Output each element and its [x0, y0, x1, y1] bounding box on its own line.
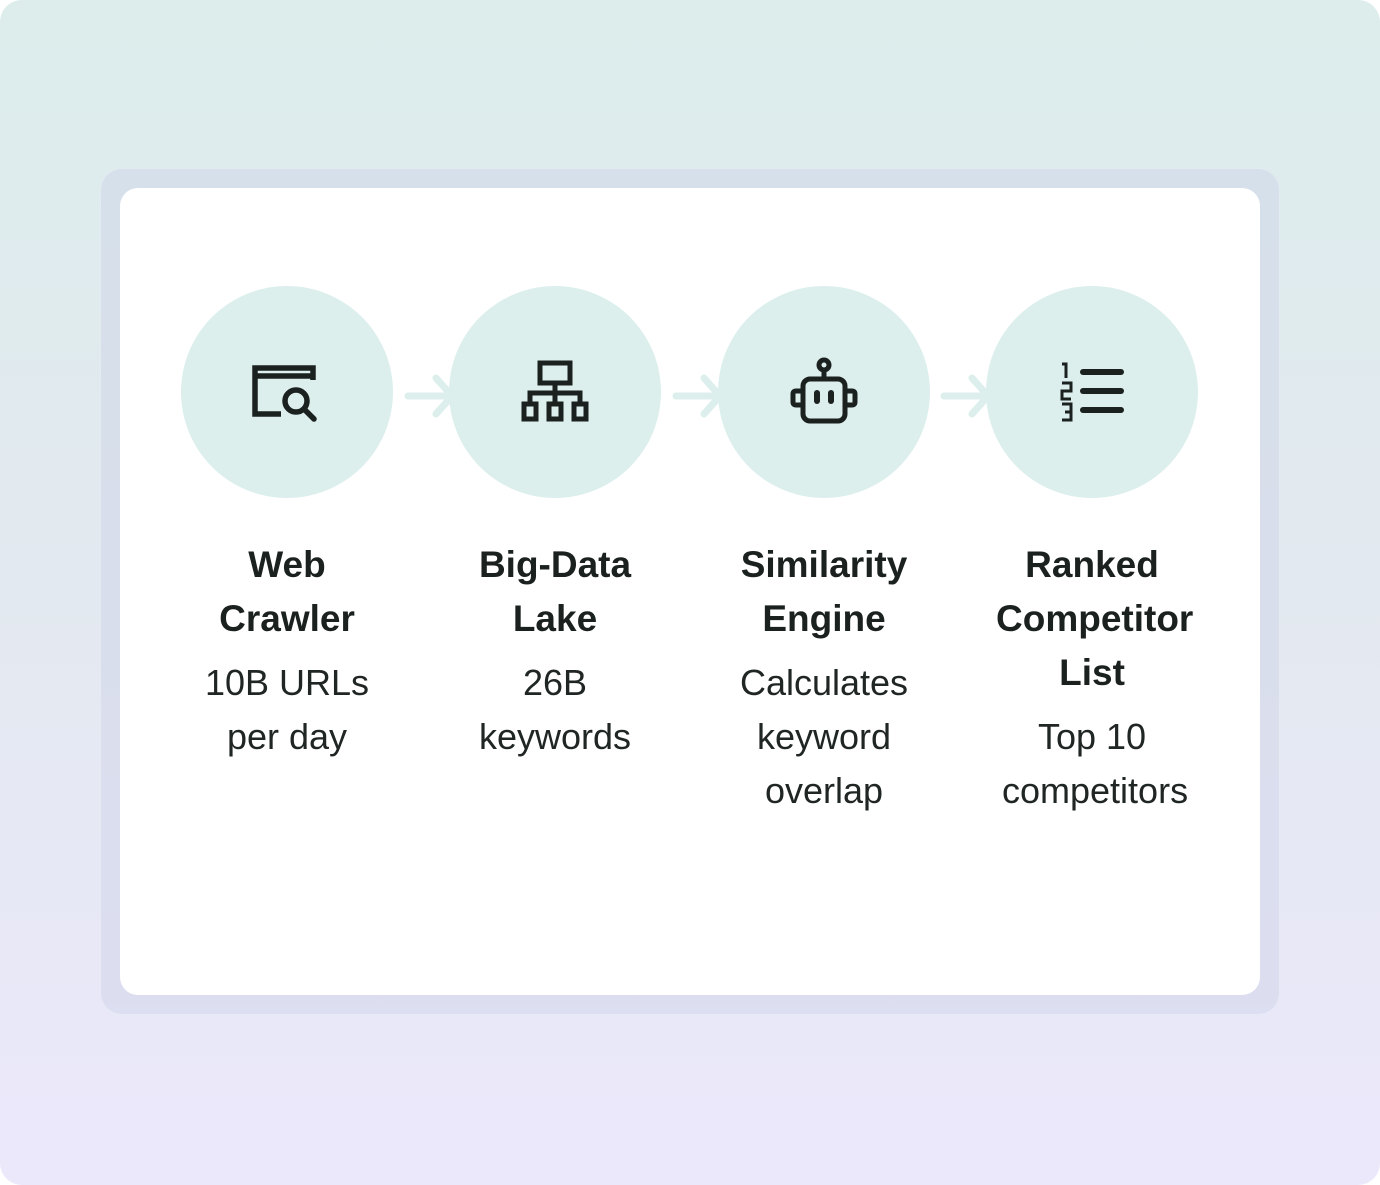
step-2-circle [449, 286, 661, 498]
arrow-right-icon [940, 374, 992, 418]
numbered-list-icon [1060, 362, 1124, 422]
step-3-title: Similarity Engine [740, 544, 908, 639]
step-3-circle [718, 286, 930, 498]
step-3-description: Calculates keyword overlap [739, 662, 909, 811]
step-1-text: Web Crawler 10B URLs per day [167, 538, 407, 764]
step-1-circle [181, 286, 393, 498]
step-1-description: 10B URLs per day [204, 662, 370, 757]
arrow-right-icon [672, 374, 724, 418]
robot-icon [790, 357, 858, 424]
step-2-description: 26B keywords [478, 662, 632, 757]
hierarchy-icon [521, 360, 589, 422]
step-3-text: Similarity Engine Calculates keyword ove… [704, 538, 944, 818]
step-4-title: Ranked Competitor List [996, 544, 1194, 693]
browser-search-icon [252, 365, 317, 422]
step-4-description: Top 10 competitors [1002, 716, 1189, 811]
step-4-circle [986, 286, 1198, 498]
step-2-text: Big-Data Lake 26B keywords [435, 538, 675, 764]
step-1-title: Web Crawler [219, 544, 355, 639]
step-2-title: Big-Data Lake [478, 544, 632, 639]
step-4-text: Ranked Competitor List Top 10 competitor… [972, 538, 1212, 818]
